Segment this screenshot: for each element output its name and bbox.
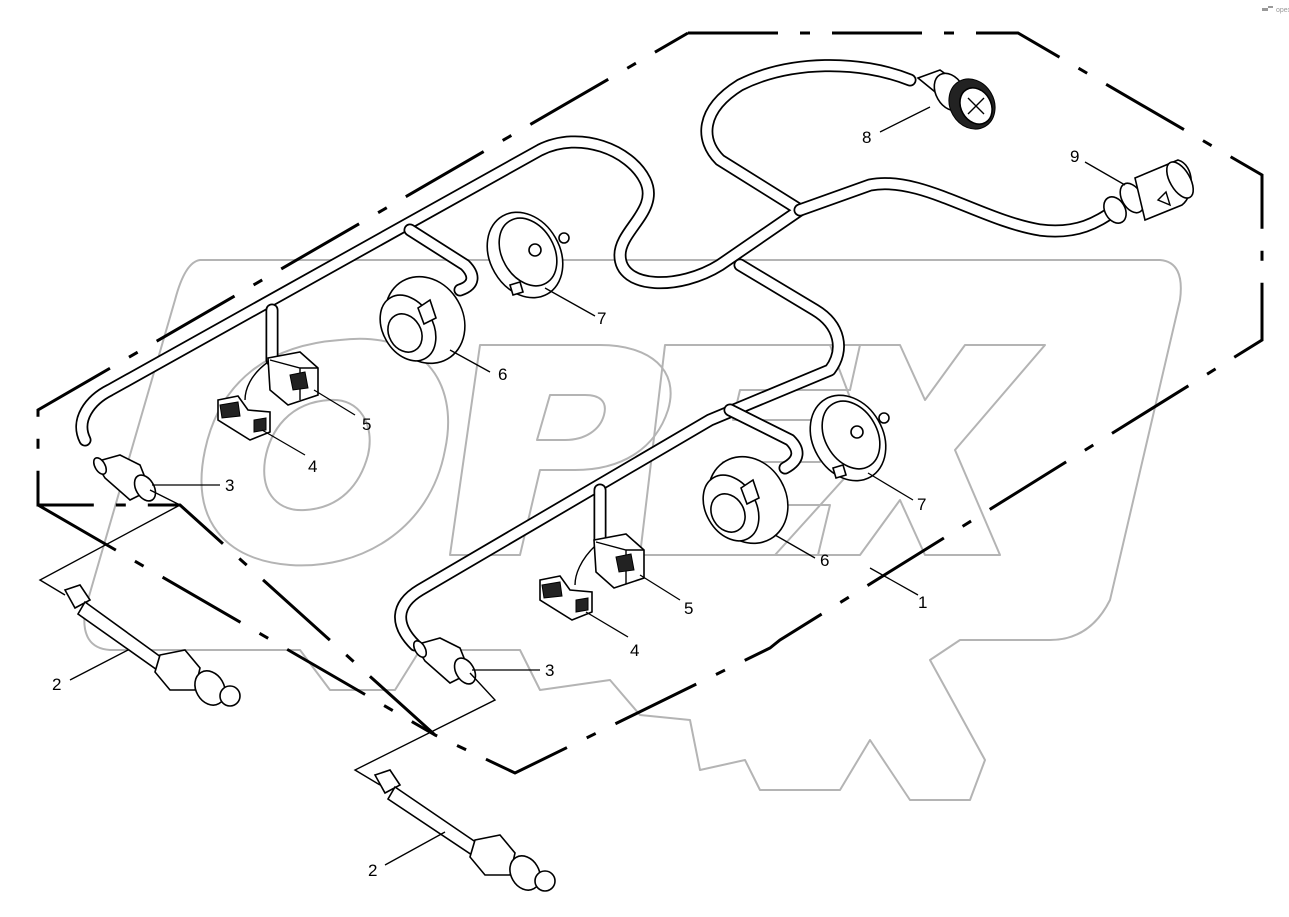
callout-7-right: 7	[917, 495, 926, 514]
part-4-plug-right[interactable]	[539, 575, 593, 621]
link-line-right	[353, 672, 497, 786]
callout-2-right: 2	[368, 861, 377, 880]
corner-logo-text: opex	[1276, 7, 1289, 14]
callout-3-left: 3	[225, 476, 234, 495]
part-6-socket-left[interactable]	[369, 262, 481, 378]
callout-5-right: 5	[684, 599, 693, 618]
part-7-housing-left[interactable]	[472, 199, 578, 312]
callout-8: 8	[862, 128, 871, 147]
callout-9: 9	[1070, 147, 1079, 166]
watermark-letter-o	[200, 337, 450, 567]
part-5-connector-left[interactable]	[267, 351, 319, 406]
harness-tubes	[75, 59, 1122, 652]
callout-4-right: 4	[630, 641, 639, 660]
callout-3-right: 3	[545, 661, 554, 680]
corner-logo: opex	[1262, 6, 1289, 14]
assembly-boundary-lower-left	[37, 503, 436, 737]
part-3-bullet-left[interactable]	[91, 454, 160, 505]
part-2-sensor-right[interactable]	[373, 769, 556, 896]
callout-6-right: 6	[820, 551, 829, 570]
part-5-connector-right[interactable]	[593, 533, 645, 589]
watermark-gear-outline	[83, 259, 1182, 801]
callout-1: 1	[918, 593, 927, 612]
leader-lines	[69, 106, 1126, 866]
callout-7-left: 7	[597, 309, 606, 328]
callout-2-left: 2	[52, 675, 61, 694]
part-9-plug[interactable]	[1099, 158, 1198, 227]
part-2-sensor-left[interactable]	[63, 584, 241, 711]
part-4-plug-left[interactable]	[217, 395, 271, 441]
part-7-housing-right[interactable]	[795, 382, 901, 495]
part-8-round-connector[interactable]	[916, 68, 1004, 138]
watermark-letter-p	[449, 344, 672, 556]
callout-labels: 1 2 2 3 3 4 4 5 5 6 6 7 7 8 9	[52, 128, 1079, 880]
link-line-left	[38, 489, 182, 596]
part-6-socket-right[interactable]	[692, 442, 804, 558]
watermark-logo	[83, 259, 1182, 801]
callout-6-left: 6	[498, 365, 507, 384]
callout-4-left: 4	[308, 457, 317, 476]
part-3-bullet-right[interactable]	[411, 637, 480, 688]
watermark-letter-x	[774, 344, 1046, 556]
assembly-boundary	[36, 31, 1264, 775]
callout-5-left: 5	[362, 415, 371, 434]
